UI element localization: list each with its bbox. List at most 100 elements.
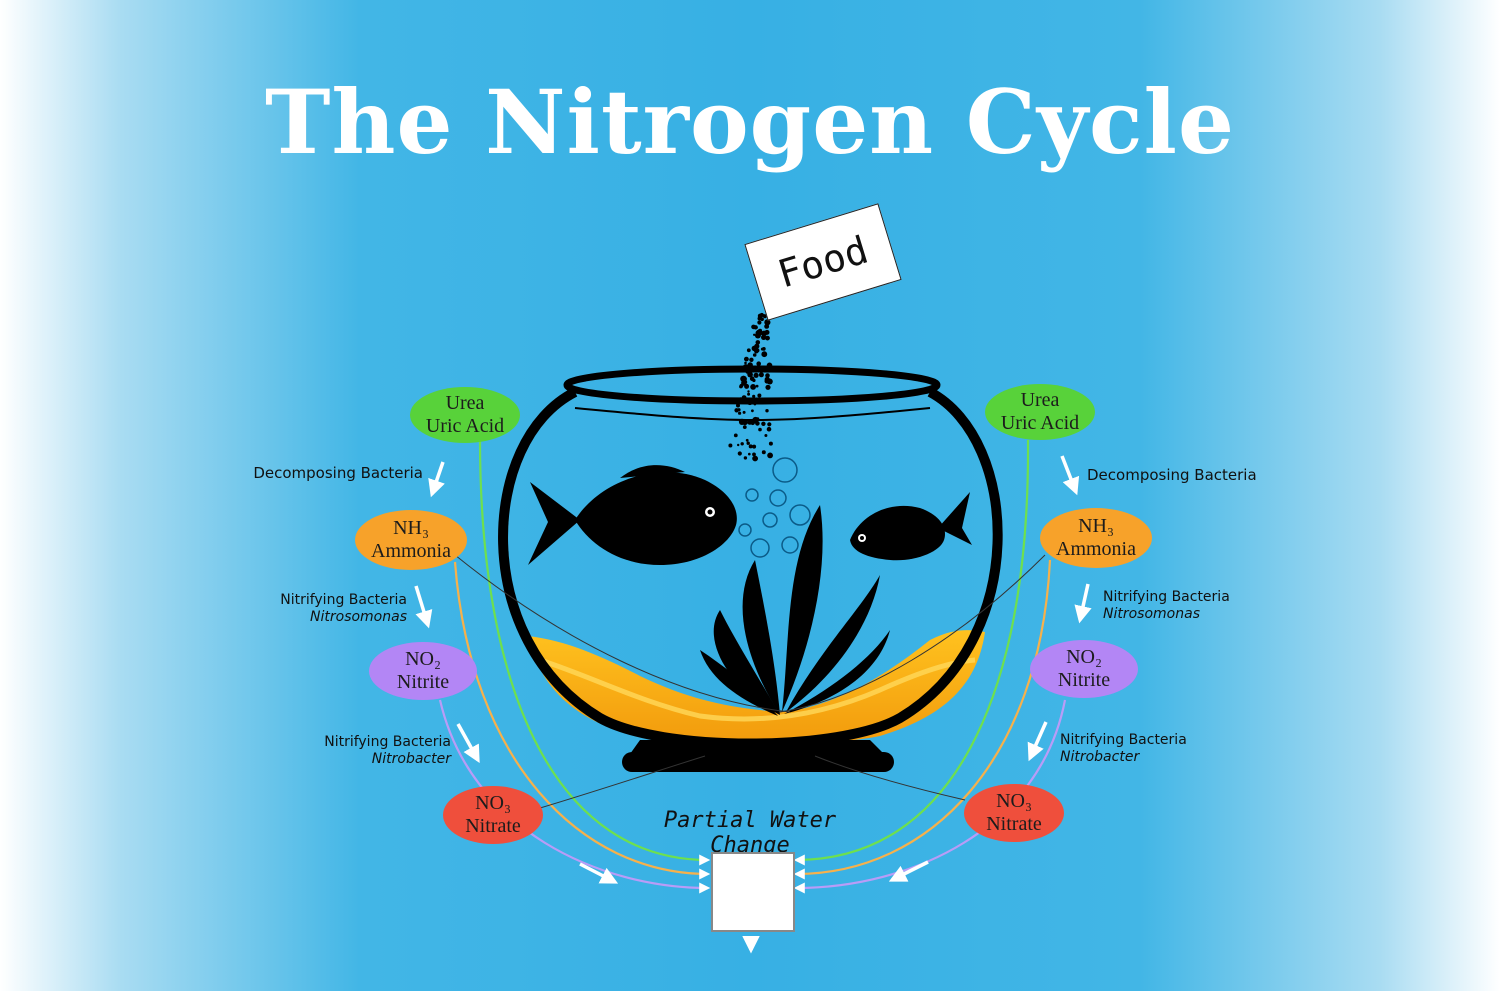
- food-particle: [754, 326, 758, 329]
- food-particle: [749, 376, 755, 382]
- plant: [700, 505, 890, 716]
- bowl-stand: [630, 740, 884, 754]
- food-particle: [755, 346, 758, 349]
- food-particle: [737, 451, 742, 456]
- food-particle: [737, 408, 741, 412]
- food-particle: [768, 441, 773, 446]
- node-formula: NO₃: [996, 790, 1032, 812]
- food-particle: [752, 444, 757, 449]
- food-particle: [765, 373, 770, 378]
- food-particle: [754, 349, 759, 354]
- node-formula: NH₃: [1078, 515, 1114, 537]
- node-name: Uric Acid: [425, 415, 505, 437]
- food-particle: [765, 409, 769, 413]
- food-particle: [766, 426, 772, 432]
- food-particle: [764, 319, 771, 326]
- food-particle: [758, 372, 764, 378]
- node-name: Nitrite: [1057, 669, 1111, 691]
- food-particle: [742, 364, 749, 371]
- food-particle: [760, 317, 764, 322]
- food-particle: [765, 335, 770, 341]
- right-nitrite-node: NO₂ Nitrite: [1030, 640, 1138, 698]
- food-particle: [743, 456, 748, 460]
- food-particle: [747, 392, 751, 396]
- food-particle: [756, 361, 761, 367]
- node-name: Ammonia: [371, 540, 451, 562]
- food-particle: [761, 450, 766, 455]
- food-particle: [757, 393, 762, 398]
- node-formula: NO₂: [1066, 646, 1102, 668]
- bubbles: [738, 457, 811, 558]
- food-particle: [740, 442, 744, 446]
- food-particle: [746, 441, 750, 445]
- food-particle: [739, 383, 744, 388]
- food-particle: [745, 438, 749, 442]
- food-particle: [761, 330, 767, 337]
- food-particle: [754, 332, 761, 339]
- food-particle: [755, 384, 759, 388]
- food-particle: [761, 351, 768, 358]
- food-particle: [733, 433, 738, 438]
- bacteria-type: Nitrifying Bacteria: [1060, 732, 1187, 748]
- node-formula: NH₃: [393, 517, 429, 539]
- food-particle: [737, 443, 740, 447]
- food-particle: [736, 403, 740, 408]
- food-particle: [747, 362, 753, 368]
- food-particle: [755, 340, 761, 345]
- food-particle: [741, 419, 749, 426]
- node-formula: Urea: [1020, 389, 1060, 411]
- food-particle: [744, 383, 750, 389]
- fish-small: [850, 492, 972, 561]
- bacteria-genus: Nitrosomonas: [310, 609, 407, 625]
- food-particle: [750, 384, 756, 390]
- sand: [528, 630, 985, 745]
- bacteria-genus: Nitrobacter: [1060, 749, 1140, 765]
- food-particle: [754, 457, 758, 461]
- food-particle: [749, 357, 754, 362]
- node-formula: NO₂: [405, 648, 441, 670]
- left-nitrobacter-label: Nitrifying Bacteria Nitrobacter: [270, 734, 451, 768]
- food-particle: [767, 422, 772, 427]
- food-particle: [753, 333, 756, 336]
- left-nitrate-node: NO₃ Nitrate: [443, 786, 543, 844]
- food-particle: [761, 421, 766, 426]
- food-particle: [750, 420, 755, 426]
- food-particle: [744, 361, 747, 365]
- food-particle: [728, 443, 733, 448]
- node-name: Nitrate: [986, 813, 1042, 835]
- right-nitrate-node: NO₃ Nitrate: [964, 784, 1064, 842]
- food-particle: [753, 402, 757, 406]
- node-formula: NO₃: [475, 792, 511, 814]
- bacteria-genus: Nitrosomonas: [1103, 606, 1200, 622]
- food-particles: [728, 312, 773, 462]
- food-particle: [753, 372, 759, 378]
- node-name: Uric Acid: [1000, 412, 1080, 434]
- bacteria-type: Nitrifying Bacteria: [1103, 589, 1230, 605]
- food-particle: [741, 395, 747, 400]
- food-particle: [765, 384, 771, 390]
- partial-water-change-label: Partial Water Change: [663, 808, 837, 858]
- food-particle: [762, 347, 766, 351]
- food-particle: [766, 362, 773, 369]
- bacteria-genus: Nitrobacter: [371, 751, 451, 767]
- right-decomposing-label: Decomposing Bacteria: [1087, 466, 1257, 484]
- step-arrows: [414, 455, 1092, 954]
- bacteria-type: Nitrifying Bacteria: [324, 734, 451, 750]
- food-particle: [745, 368, 751, 374]
- left-nitrite-node: NO₂ Nitrite: [369, 642, 477, 700]
- food-particle: [742, 410, 746, 414]
- food-particle: [751, 409, 754, 413]
- node-name: Nitrate: [465, 815, 521, 837]
- left-decomposing-label: Decomposing Bacteria: [253, 464, 423, 482]
- bacteria-type: Nitrifying Bacteria: [280, 592, 407, 608]
- node-name: Nitrite: [396, 671, 450, 693]
- fish-large: [528, 465, 737, 565]
- food-particle: [764, 376, 770, 382]
- left-nitrosomonas-label: Nitrifying Bacteria Nitrosomonas: [230, 592, 407, 626]
- food-particle: [752, 353, 757, 357]
- food-particle: [747, 402, 751, 405]
- left-ammonia-node: NH₃ Ammonia: [355, 510, 467, 570]
- food-particle: [764, 434, 768, 437]
